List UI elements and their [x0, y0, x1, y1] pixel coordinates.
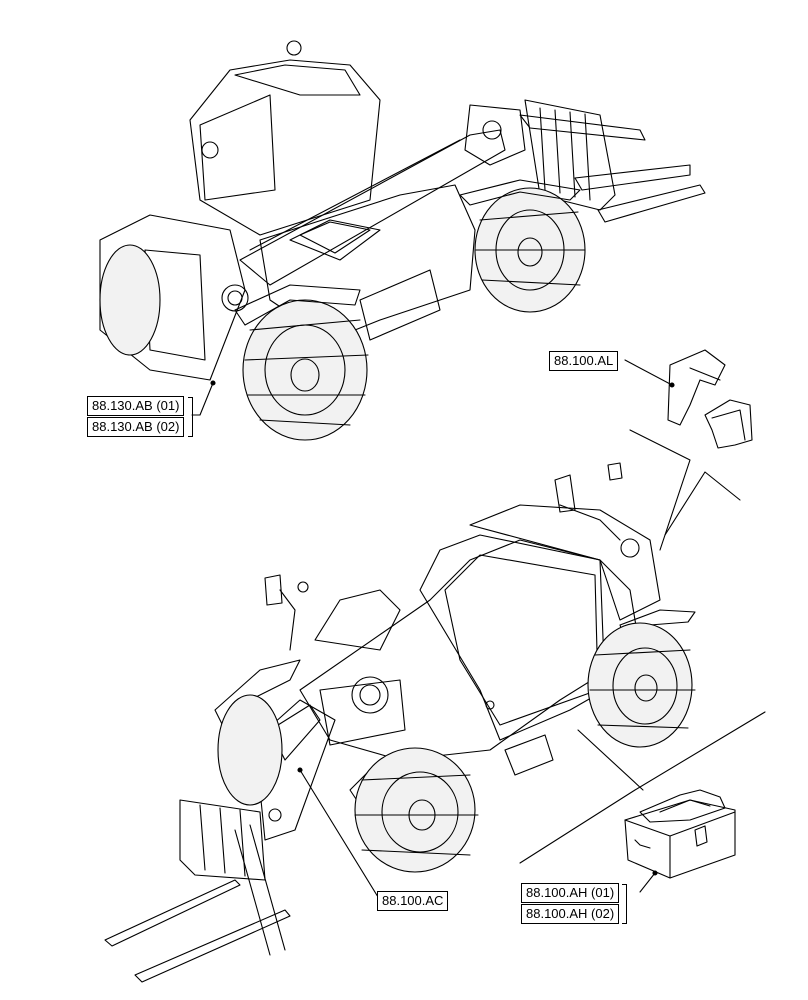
callout-88-130-ab-02: 88.130.AB (02) — [87, 417, 185, 437]
telehandler-rear-view-illustration — [99, 40, 706, 441]
callout-88-130-ab-01: 88.130.AB (01) — [87, 396, 185, 416]
callout-88-100-ah-02: 88.100.AH (02) — [521, 904, 620, 924]
callout-88-100-ac: 88.100.AC — [377, 891, 449, 911]
section-divider — [629, 429, 691, 551]
section-divider — [519, 711, 766, 864]
section-divider — [577, 729, 644, 791]
toolbox-illustration — [624, 789, 736, 893]
callout-bracket — [622, 884, 627, 924]
telehandler-front-view-illustration — [104, 462, 696, 983]
folded-label-illustration — [624, 349, 753, 449]
callout-88-100-al: 88.100.AL — [549, 351, 619, 371]
callout-bracket — [188, 397, 193, 437]
callout-88-100-ah-01: 88.100.AH (01) — [521, 883, 620, 903]
section-divider — [664, 471, 741, 536]
